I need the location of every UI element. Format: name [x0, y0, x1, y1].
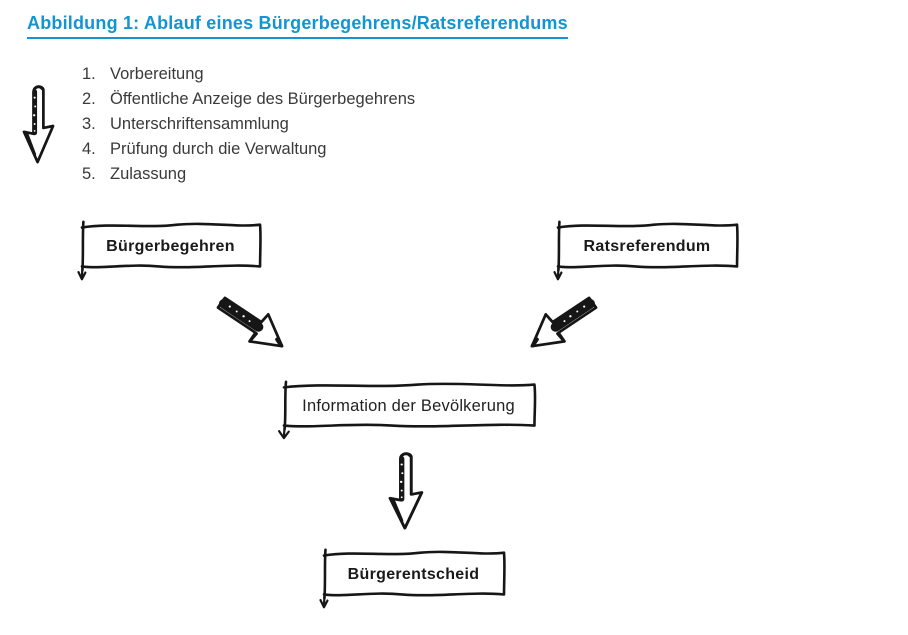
- node-information: Information der Bevölkerung: [277, 379, 540, 440]
- down-arrow-icon: [23, 84, 56, 166]
- list-item-label: Zulassung: [110, 165, 187, 183]
- list-item: 2. Öffentliche Anzeige des Bürgerbegehre…: [82, 87, 415, 112]
- node-label: Ratsreferendum: [583, 237, 711, 255]
- down-arrow-icon: [389, 451, 425, 532]
- list-item-number: 1.: [82, 65, 96, 83]
- node-label: Bürgerentscheid: [347, 565, 480, 583]
- list-item-label: Öffentliche Anzeige des Bürgerbegehrens: [110, 90, 416, 108]
- list-item-number: 2.: [82, 90, 96, 108]
- list-item: 3. Unterschriftensammlung: [82, 112, 415, 137]
- node-buergerentscheid: Bürgerentscheid: [319, 547, 508, 609]
- node-label: Bürgerbegehren: [106, 237, 235, 255]
- list-item-label: Prüfung durch die Verwaltung: [110, 140, 327, 158]
- node-buergerbegehren: Bürgerbegehren: [77, 219, 264, 281]
- process-steps-list: 1. Vorbereitung 2. Öffentliche Anzeige d…: [82, 62, 415, 187]
- down-right-arrow-icon: [217, 296, 286, 352]
- list-item-number: 5.: [82, 165, 96, 183]
- node-ratsreferendum: Ratsreferendum: [553, 219, 741, 281]
- node-label: Information der Bevölkerung: [302, 396, 515, 415]
- figure-title: Abbildung 1: Ablauf eines Bürgerbegehren…: [27, 13, 568, 39]
- list-item-label: Unterschriftensammlung: [110, 115, 289, 133]
- list-item: 5. Zulassung: [82, 162, 415, 187]
- down-left-arrow-icon: [528, 296, 597, 352]
- list-item: 4. Prüfung durch die Verwaltung: [82, 137, 415, 162]
- list-item-label: Vorbereitung: [110, 65, 204, 83]
- list-item-number: 3.: [82, 115, 96, 133]
- list-item: 1. Vorbereitung: [82, 62, 415, 87]
- list-item-number: 4.: [82, 140, 96, 158]
